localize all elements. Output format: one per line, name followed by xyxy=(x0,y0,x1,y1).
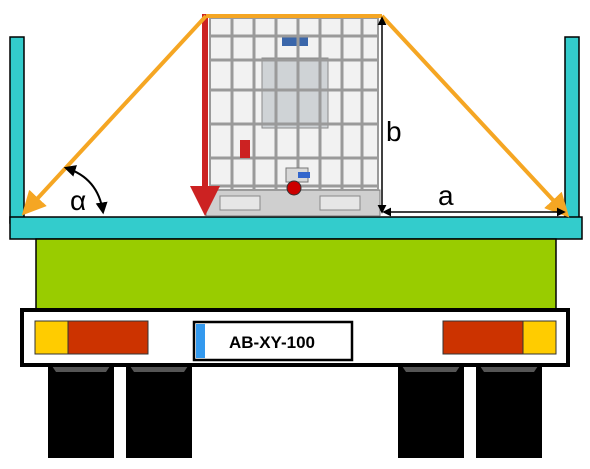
ibc-container-icon xyxy=(205,17,381,217)
right-lashing-strap xyxy=(380,14,570,218)
dimension-b-label: b xyxy=(386,116,402,147)
license-plate: AB-XY-100 xyxy=(192,320,354,362)
valve-icon xyxy=(286,180,302,196)
angle-alpha-arc xyxy=(63,165,108,215)
license-plate-country-tab xyxy=(196,324,205,358)
truck-chassis xyxy=(35,238,557,310)
right-side-wall xyxy=(564,36,580,224)
tire-icon xyxy=(476,360,542,458)
tire-icon xyxy=(398,360,464,458)
left-side-wall xyxy=(9,36,25,224)
tire-icon xyxy=(126,360,192,458)
tail-light-icon xyxy=(442,320,557,355)
license-plate-text: AB-XY-100 xyxy=(229,333,315,352)
dimension-a-label: a xyxy=(438,180,454,211)
left-lashing-strap xyxy=(21,14,208,216)
truck-deck xyxy=(9,216,583,240)
tire-icon xyxy=(48,360,114,458)
tail-light-icon xyxy=(34,320,149,355)
angle-alpha-label: α xyxy=(70,185,86,216)
